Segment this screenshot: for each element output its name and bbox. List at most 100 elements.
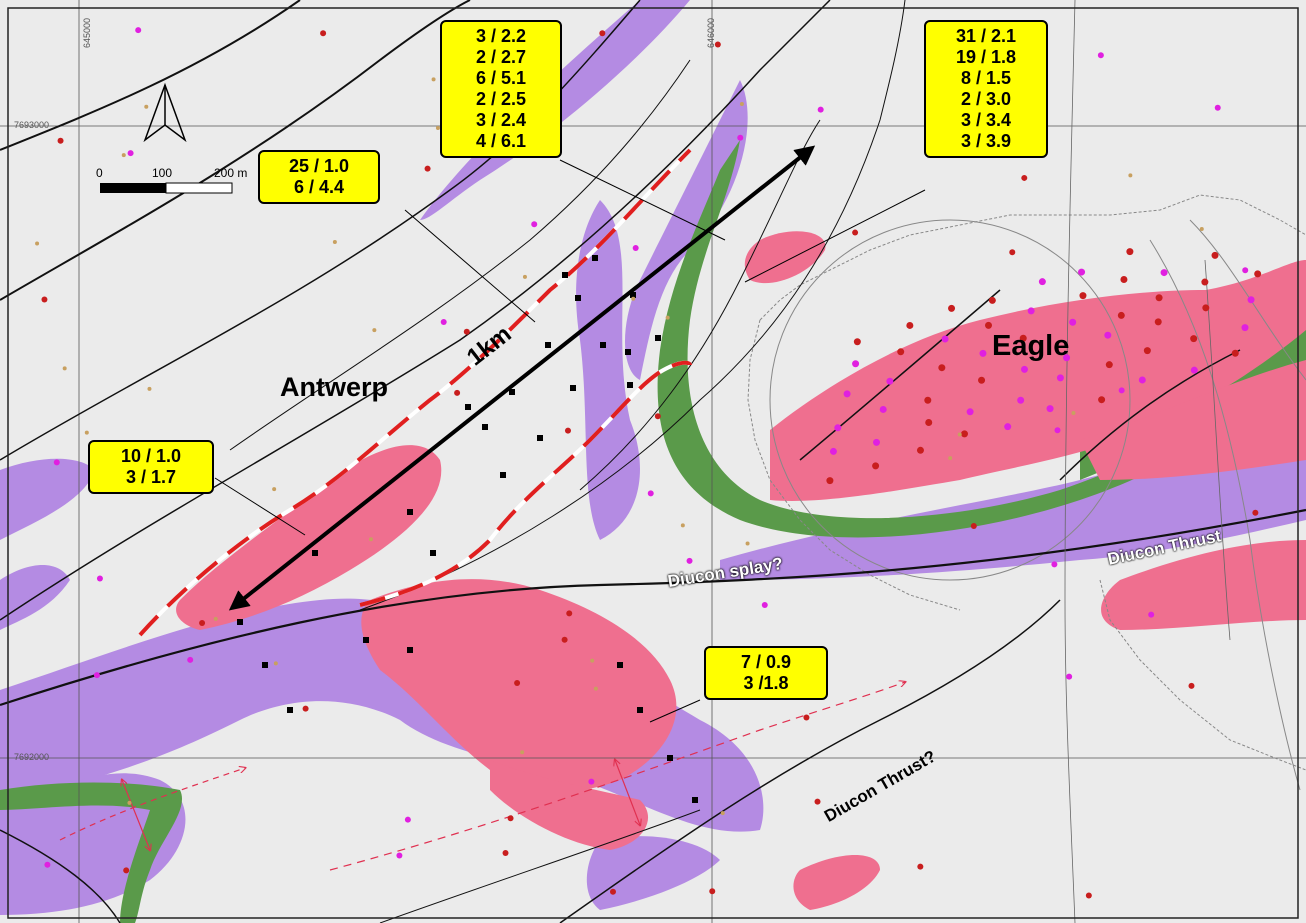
- drill-hole: [1046, 405, 1054, 413]
- drill-hole: [1004, 423, 1012, 431]
- map-frame: [7, 7, 1299, 919]
- drill-collar: [262, 662, 268, 668]
- drill-hole: [814, 798, 821, 805]
- drill-hole: [852, 360, 860, 368]
- drill-hole: [121, 153, 126, 158]
- drill-hole: [1118, 387, 1125, 394]
- drill-hole: [144, 104, 149, 109]
- drill-collar: [482, 424, 488, 430]
- assay-callout: 7 / 0.9 3 /1.8: [704, 646, 828, 700]
- drill-hole: [897, 348, 905, 356]
- drill-collar: [655, 335, 661, 341]
- drill-hole: [970, 523, 977, 530]
- scale-tick-0: 0: [96, 166, 103, 180]
- drill-hole: [879, 405, 887, 413]
- drill-hole: [745, 541, 750, 546]
- drill-hole: [1079, 292, 1087, 300]
- drill-hole: [873, 438, 881, 446]
- drill-hole: [665, 315, 670, 320]
- drill-hole: [709, 888, 716, 895]
- scale-tick-100: 100: [152, 166, 173, 180]
- drill-hole: [647, 490, 654, 497]
- drill-hole: [1027, 307, 1035, 315]
- drill-hole: [424, 165, 431, 172]
- drill-hole: [1143, 347, 1151, 355]
- drill-hole: [680, 523, 685, 528]
- drill-hole: [631, 296, 636, 301]
- drill-hole: [93, 672, 100, 679]
- drill-hole: [566, 610, 573, 617]
- drill-holes: [35, 27, 1262, 899]
- drill-collar: [537, 435, 543, 441]
- drill-hole: [886, 377, 894, 385]
- drill-hole: [41, 296, 48, 303]
- drill-hole: [1066, 673, 1073, 680]
- drill-hole: [1054, 427, 1061, 434]
- trend-arrows: [59, 682, 905, 871]
- drill-hole: [368, 537, 373, 542]
- drill-collar: [570, 385, 576, 391]
- drill-hole: [1051, 561, 1058, 568]
- assay-value: 7 / 0.9: [740, 652, 792, 672]
- drill-hole: [938, 364, 946, 372]
- drill-hole: [1190, 366, 1198, 374]
- drill-hole: [57, 137, 64, 144]
- drill-hole: [1199, 227, 1204, 232]
- grid-label-y-7692000: 7692000: [14, 752, 50, 762]
- drill-hole: [127, 800, 132, 805]
- drill-hole: [826, 477, 834, 485]
- drill-hole: [62, 366, 67, 371]
- assay-value: 6 / 4.4: [293, 177, 345, 197]
- drill-hole: [507, 815, 514, 822]
- drill-hole: [1138, 376, 1146, 384]
- drill-collar: [630, 292, 636, 298]
- drill-hole: [272, 487, 277, 492]
- place-label-eagle: Eagle: [992, 330, 1070, 362]
- drill-hole: [632, 245, 639, 252]
- drill-hole: [1148, 611, 1155, 618]
- drill-hole: [273, 661, 278, 666]
- drill-collar: [312, 550, 318, 556]
- drill-hole: [1078, 268, 1086, 276]
- drill-collar: [237, 619, 243, 625]
- drill-hole: [1098, 396, 1106, 404]
- drill-hole: [372, 328, 377, 333]
- drill-collar: [407, 647, 413, 653]
- drill-hole: [123, 867, 130, 874]
- grid-label-x-645000: 645000: [82, 17, 92, 48]
- drill-hole: [127, 150, 134, 157]
- drill-hole: [917, 863, 924, 870]
- drill-hole: [561, 636, 568, 643]
- assay-callout: 10 / 1.0 3 / 1.7: [88, 440, 214, 494]
- drill-hole: [1211, 251, 1219, 259]
- drill-hole: [714, 41, 721, 48]
- assay-value: 3 / 3.9: [960, 131, 1012, 151]
- assay-value: 4 / 6.1: [475, 131, 527, 151]
- drill-hole: [1117, 311, 1125, 319]
- drill-hole: [593, 686, 598, 691]
- drill-hole: [1214, 104, 1221, 111]
- drill-collar: [363, 637, 369, 643]
- assay-value: 2 / 3.0: [960, 89, 1012, 109]
- drill-hole: [35, 241, 40, 246]
- drill-hole: [502, 850, 509, 857]
- drill-hole: [834, 424, 842, 432]
- drill-hole: [463, 328, 470, 335]
- drill-hole: [332, 240, 337, 245]
- drill-hole: [1056, 374, 1064, 382]
- drill-hole: [1190, 335, 1198, 343]
- assay-callout: 31 / 2.1 19 / 1.8 8 / 1.5 2 / 3.0 3 / 3.…: [924, 20, 1048, 158]
- drill-hole: [320, 30, 327, 37]
- assay-value: 10 / 1.0: [120, 446, 182, 466]
- drill-collar: [430, 550, 436, 556]
- drill-hole: [948, 304, 956, 312]
- drill-hole: [1231, 349, 1239, 357]
- drill-hole: [199, 619, 206, 626]
- drill-hole: [948, 456, 953, 461]
- drill-hole: [1069, 318, 1077, 326]
- drill-hole: [979, 349, 987, 357]
- drill-hole: [1085, 892, 1092, 899]
- drill-hole: [1126, 248, 1134, 256]
- assay-callout: 25 / 1.0 6 / 4.4: [258, 150, 380, 204]
- drill-hole: [396, 852, 403, 859]
